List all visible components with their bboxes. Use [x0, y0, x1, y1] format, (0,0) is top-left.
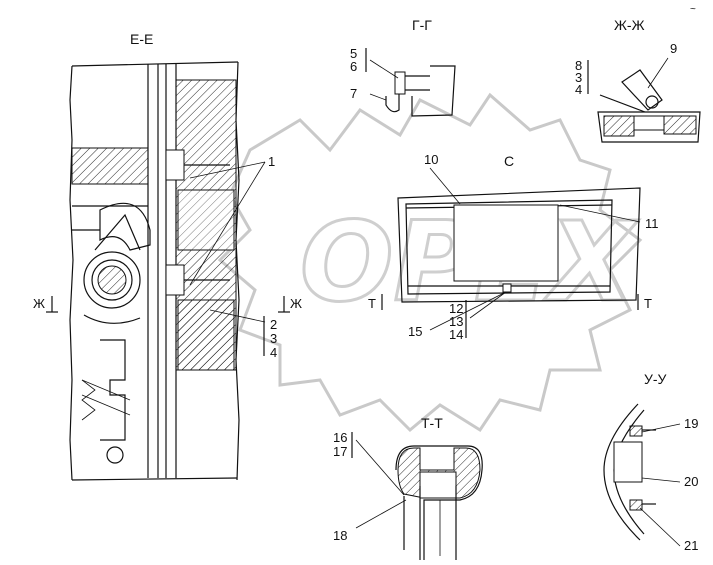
callout-20: 20 [684, 474, 698, 489]
callout-4b: 4 [575, 82, 582, 97]
callout-1: 1 [268, 154, 275, 169]
callout-18: 18 [333, 528, 347, 543]
callout-6: 6 [350, 59, 357, 74]
callout-8: 8 [575, 58, 582, 73]
section-title-e-e: Е-Е [130, 31, 153, 47]
callout-3: 3 [270, 331, 277, 346]
cut-mark-t-right: Т [644, 296, 652, 311]
section-title-g-g: Г-Г [412, 17, 432, 33]
callout-11: 11 [645, 216, 659, 231]
section-g-g: Г-Г 5 6 7 [350, 17, 456, 117]
cut-mark-zh-left: Ж [33, 296, 45, 311]
section-u-u: У-У 19 20 21 [603, 371, 698, 553]
callout-4: 4 [270, 345, 277, 360]
cut-mark-zh-right: Ж [290, 296, 302, 311]
callout-14: 14 [449, 327, 463, 342]
callout-2: 2 [270, 317, 277, 332]
section-e-e: Е-Е Ж [33, 31, 302, 481]
callout-5: 5 [350, 46, 357, 61]
view-c: С 10 11 12 13 14 15 Т Т [368, 152, 659, 342]
callout-13: 13 [449, 314, 463, 329]
section-title-zh-zh: Ж-Ж [614, 17, 645, 33]
section-title-t-t: Т-Т [421, 415, 443, 431]
section-t-t: Т-Т 16 17 18 [333, 415, 483, 560]
callout-10: 10 [424, 152, 438, 167]
section-zh-zh: Ж-Ж 8 3 4 9 [575, 17, 701, 143]
callout-16: 16 [333, 430, 347, 445]
watermark-logo: OPEX [217, 92, 643, 433]
callout-3b: 3 [575, 70, 582, 85]
callout-21: 21 [684, 538, 698, 553]
callout-7: 7 [350, 86, 357, 101]
callout-15: 15 [408, 324, 422, 339]
corner-mark: ~ [690, 4, 696, 15]
callout-12: 12 [449, 301, 463, 316]
callout-9: 9 [670, 41, 677, 56]
callout-19: 19 [684, 416, 698, 431]
cut-mark-t-left: Т [368, 296, 376, 311]
section-title-u-u: У-У [644, 371, 667, 387]
section-title-c: С [504, 153, 514, 169]
callout-17: 17 [333, 444, 347, 459]
